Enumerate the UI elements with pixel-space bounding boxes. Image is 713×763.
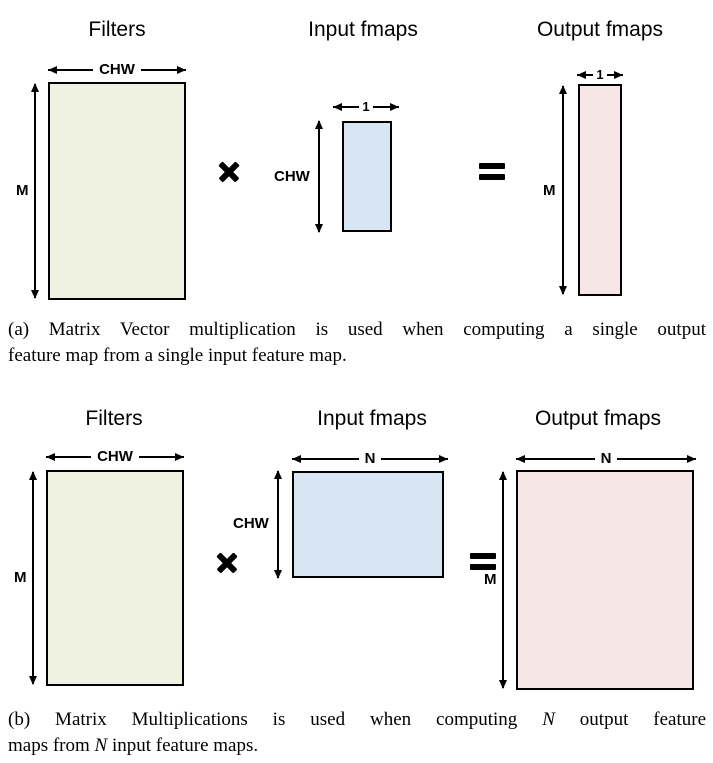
panel-b-output-height-arrow: [502, 472, 504, 688]
panel-a-input-width-label: 1: [362, 99, 370, 114]
panel-a-input-header: Input fmaps: [308, 18, 418, 41]
panel-a-output-matrix: [578, 84, 622, 296]
panel-a-filters-header: Filters: [88, 18, 146, 41]
arrow-right-segment: [617, 458, 696, 460]
arrow-left-segment: [46, 456, 92, 458]
arrow-left-segment: [48, 69, 94, 71]
arrow-left-segment: [292, 458, 359, 460]
panel-a-input-height-arrow: [318, 121, 320, 232]
panel-b-filters-width-label: CHW: [97, 448, 133, 465]
arrow-right-segment: [381, 458, 448, 460]
panel-b-filters-height-label: M: [14, 569, 27, 586]
caption-b-line1-pre: (b) Matrix Multiplications is used when …: [8, 709, 543, 730]
equals-icon: [479, 161, 505, 182]
caption-a: (a) Matrix Vector multiplication is used…: [8, 317, 706, 369]
panel-a-output-header: Output fmaps: [536, 18, 664, 41]
panel-b-filters-height-arrow: [32, 472, 34, 684]
arrow-left-segment: [577, 74, 594, 76]
panel-b-filters-matrix: [46, 470, 184, 686]
panel-b-output-matrix: [516, 470, 694, 690]
caption-b-line2-var-n: N: [94, 735, 108, 756]
arrow-left-segment: [333, 106, 360, 108]
panel-a-input-height-label: CHW: [274, 168, 310, 185]
arrow-right-segment: [606, 74, 624, 76]
caption-a-line2: feature map from a single input feature …: [8, 345, 347, 366]
caption-b-line2-pre: maps from: [8, 735, 95, 756]
panel-b-output-width-arrow: N: [516, 451, 696, 467]
panel-a-output-height-arrow: [562, 86, 564, 294]
multiply-icon: [216, 159, 242, 185]
arrow-right-segment: [140, 69, 187, 71]
panel-a-input-width-arrow: 1: [333, 99, 400, 115]
panel-a-output-width-label: 1: [596, 67, 604, 82]
panel-b-input-width-arrow: N: [292, 451, 448, 467]
panel-a-filters-height-arrow: [34, 84, 36, 298]
panel-a-output-width-arrow: 1: [577, 67, 624, 83]
panel-b-input-height-arrow: [277, 471, 279, 578]
panel-b-input-matrix: [292, 471, 444, 578]
caption-b-line2: maps from N input feature maps.: [8, 733, 706, 759]
caption-b: (b) Matrix Multiplications is used when …: [8, 707, 706, 759]
equals-icon: [470, 551, 496, 572]
panel-b-output-header: Output fmaps: [534, 407, 662, 430]
panel-b-filters-width-arrow: CHW: [46, 448, 185, 465]
panel-b-input-width-label: N: [364, 450, 376, 467]
caption-a-line1: (a) Matrix Vector multiplication is used…: [8, 319, 706, 340]
caption-b-line2-post: input feature maps.: [107, 735, 259, 756]
panel-a-input-matrix: [342, 121, 392, 232]
panel-b-input-height-label: CHW: [233, 515, 269, 532]
panel-b-output-height-label: M: [484, 571, 497, 588]
panel-b-input-header: Input fmaps: [317, 407, 427, 430]
caption-b-line1: (b) Matrix Multiplications is used when …: [8, 707, 706, 733]
panel-a-filters-width-arrow: CHW: [48, 61, 187, 78]
panel-a-output-height-label: M: [543, 182, 556, 199]
caption-b-line1-var-n: N: [542, 709, 555, 730]
panel-a-filters-matrix: [48, 82, 186, 300]
arrow-right-segment: [372, 106, 400, 108]
arrow-right-segment: [138, 456, 185, 458]
multiply-icon: [214, 550, 240, 576]
panel-a-filters-width-label: CHW: [99, 61, 135, 78]
caption-b-line1-post: output feature: [554, 709, 706, 730]
panel-b-filters-header: Filters: [85, 407, 143, 430]
arrow-left-segment: [516, 458, 595, 460]
panel-a-filters-height-label: M: [16, 182, 29, 199]
panel-b-output-width-label: N: [600, 450, 612, 467]
